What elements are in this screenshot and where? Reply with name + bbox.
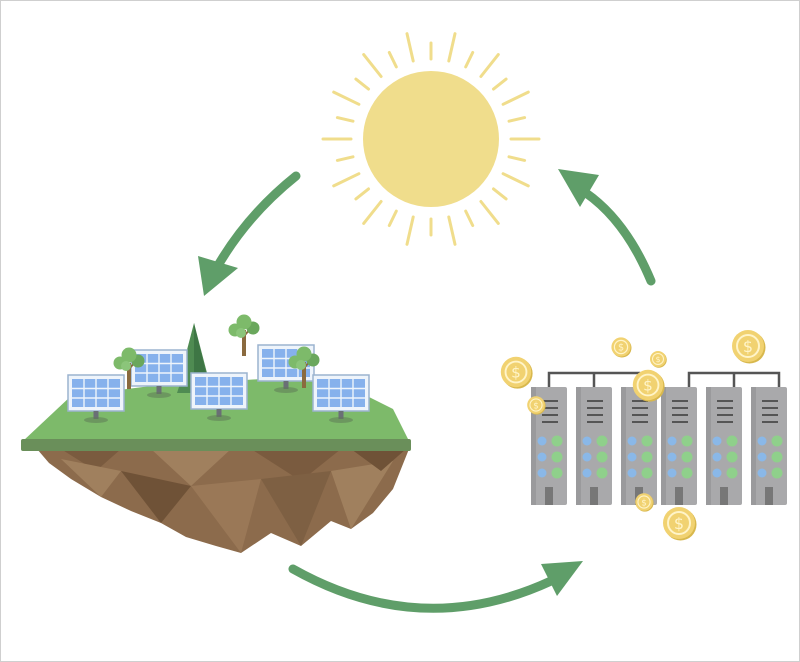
sun-ray — [387, 51, 398, 69]
sun-ray — [332, 90, 361, 106]
coin-icon — [499, 355, 534, 390]
sun-ray — [387, 209, 398, 227]
arrow-farm-to-servers — [288, 561, 583, 613]
server-unit — [705, 386, 743, 506]
coin-icon — [662, 506, 698, 542]
server-unit — [660, 386, 698, 506]
sun-ray — [479, 53, 500, 78]
sun-ray — [332, 172, 361, 188]
sun-ray — [479, 200, 500, 225]
grass-edge — [21, 439, 411, 451]
sun-ray — [507, 116, 527, 123]
server-unit — [750, 386, 788, 506]
arrow-servers-to-sun — [558, 169, 656, 286]
tree-icon — [227, 313, 261, 357]
coin-icon — [649, 350, 668, 369]
sun-ray — [362, 200, 383, 225]
coin-icon — [731, 329, 767, 365]
sun-ray — [501, 172, 530, 188]
island-rock — [37, 449, 409, 553]
sun-ray — [464, 51, 475, 69]
sun-ray — [464, 209, 475, 227]
sun-ray — [362, 53, 383, 78]
sun-ray — [335, 116, 355, 123]
coin-icon — [610, 336, 633, 359]
sun-ray — [354, 77, 370, 91]
solar-farm-island-icon — [21, 313, 411, 553]
sun-ray — [447, 215, 457, 246]
sun-ray — [354, 187, 370, 201]
sun-ray — [501, 90, 530, 106]
sun-ray — [335, 155, 355, 162]
sun-icon — [321, 32, 541, 246]
sun-ray — [492, 187, 508, 201]
arrow-sun-to-farm — [198, 171, 301, 296]
server-racks-icon — [499, 329, 788, 542]
sun-ray — [492, 77, 508, 91]
sun-ray — [405, 215, 415, 246]
sun-ray — [447, 32, 457, 63]
sun-ray — [507, 155, 527, 162]
server-unit — [575, 386, 613, 506]
server-unit — [620, 386, 658, 506]
sun-ray — [405, 32, 415, 63]
